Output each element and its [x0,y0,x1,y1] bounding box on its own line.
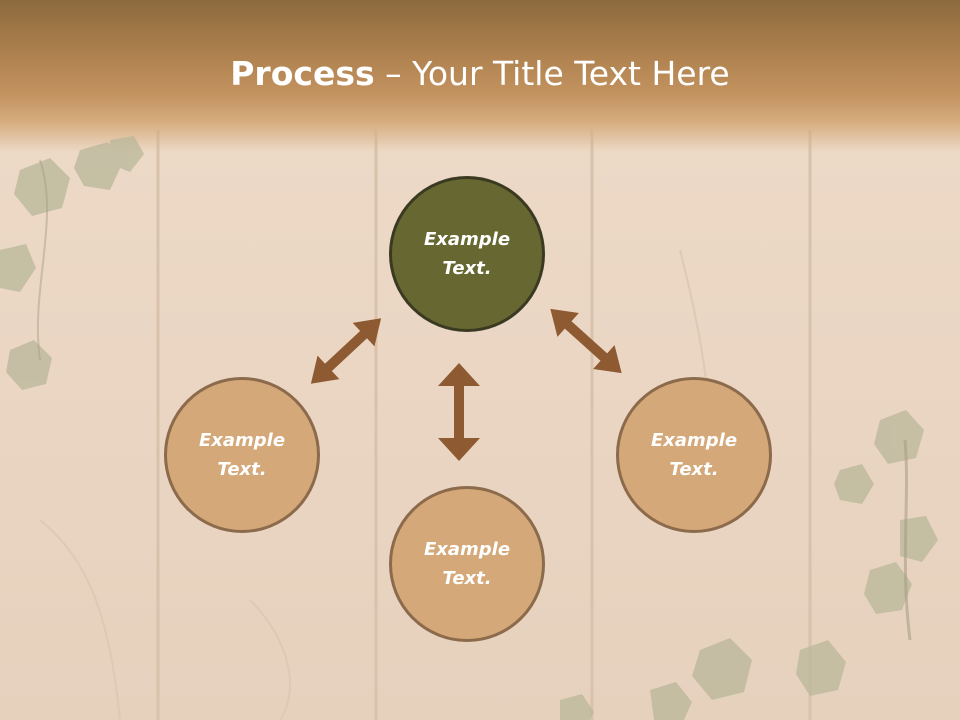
title-bold: Process [230,54,375,93]
node-top-label: Example Text. [423,229,511,279]
node-right-label: Example Text. [650,430,738,480]
slide-title: Process – Your Title Text Here [0,52,960,96]
process-node-top[interactable]: Example Text. [389,176,545,332]
node-bottom-label: Example Text. [423,539,511,589]
process-node-bottom[interactable]: Example Text. [389,486,545,642]
title-rest: – Your Title Text Here [374,54,730,93]
double-arrow-vertical-icon [438,363,480,461]
node-left-label: Example Text. [198,430,286,480]
double-arrow-right-icon [550,308,622,374]
process-node-left[interactable]: Example Text. [164,377,320,533]
double-arrow-left-icon [310,318,382,384]
process-node-right[interactable]: Example Text. [616,377,772,533]
title-bar [0,0,960,152]
